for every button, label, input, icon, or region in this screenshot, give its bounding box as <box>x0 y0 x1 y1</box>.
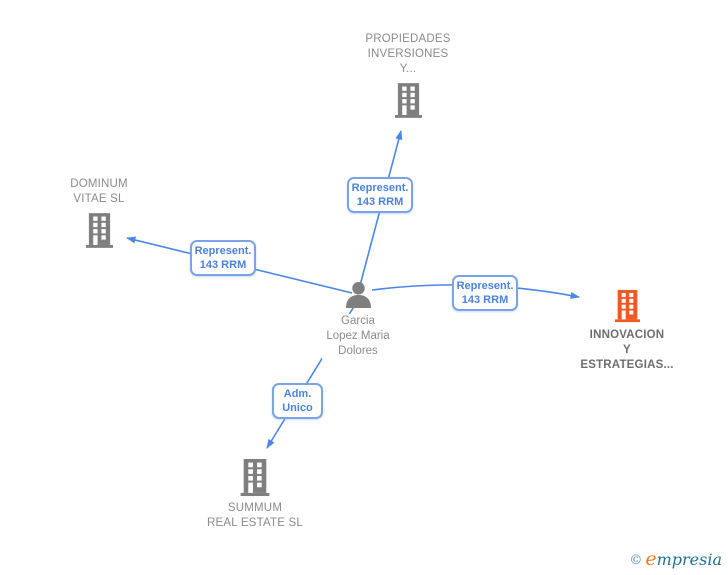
person-icon[interactable] <box>346 282 371 308</box>
person-name: Garcia Lopez Maria Dolores <box>322 314 394 359</box>
node-summum-label: SUMMUM REAL ESTATE SL <box>207 502 303 529</box>
edge-label-dominum: Represent. 143 RRM <box>190 240 256 276</box>
node-person[interactable]: Garcia Lopez Maria Dolores <box>288 282 428 359</box>
node-propiedades-label: PROPIEDADES INVERSIONES Y... <box>365 33 451 75</box>
copyright-icon: © <box>629 553 643 568</box>
empresia-logo[interactable]: ©empresia <box>629 549 722 571</box>
building-icon[interactable] <box>615 289 640 323</box>
node-innovacion-label: INNOVACION Y ESTRATEGIAS... <box>580 329 674 371</box>
brand-initial: e <box>645 548 657 570</box>
node-innovacion[interactable]: INNOVACION Y ESTRATEGIAS... <box>557 289 697 373</box>
building-icon[interactable] <box>395 83 422 118</box>
node-dominum-label: DOMINUM VITAE SL <box>70 178 128 205</box>
node-propiedades[interactable]: PROPIEDADES INVERSIONES Y... <box>338 32 478 118</box>
building-icon[interactable] <box>86 213 113 248</box>
node-summum[interactable]: SUMMUM REAL ESTATE SL <box>185 459 325 531</box>
brand-name: mpresia <box>656 550 722 569</box>
edge-label-summum: Adm. Unico <box>272 383 323 419</box>
building-icon[interactable] <box>240 459 270 496</box>
node-dominum[interactable]: DOMINUM VITAE SL <box>29 177 169 248</box>
edge-label-innovacion: Represent. 143 RRM <box>452 275 518 311</box>
edge-label-propiedades: Represent. 143 RRM <box>347 177 413 213</box>
